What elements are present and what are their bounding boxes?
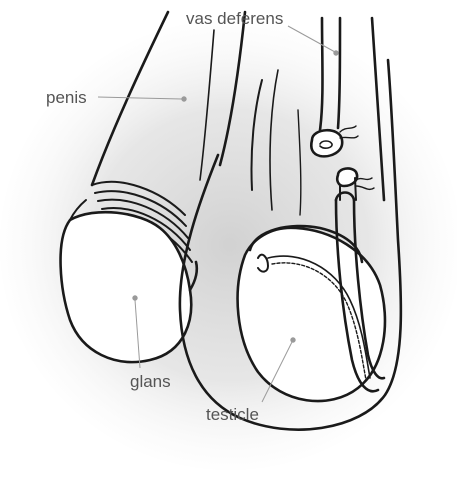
leader-dot-glans (133, 296, 137, 300)
cord-cut-tube (337, 168, 357, 186)
label-testicle: testicle (206, 406, 259, 423)
vas-deferens-cut-end (311, 130, 342, 156)
label-penis: penis (46, 89, 87, 106)
label-glans: glans (130, 373, 171, 390)
label-vas-deferens: vas deferens (186, 10, 283, 27)
leader-dot-penis (182, 97, 186, 101)
leader-dot-vas-deferens (334, 51, 338, 55)
leader-dot-testicle (291, 338, 295, 342)
